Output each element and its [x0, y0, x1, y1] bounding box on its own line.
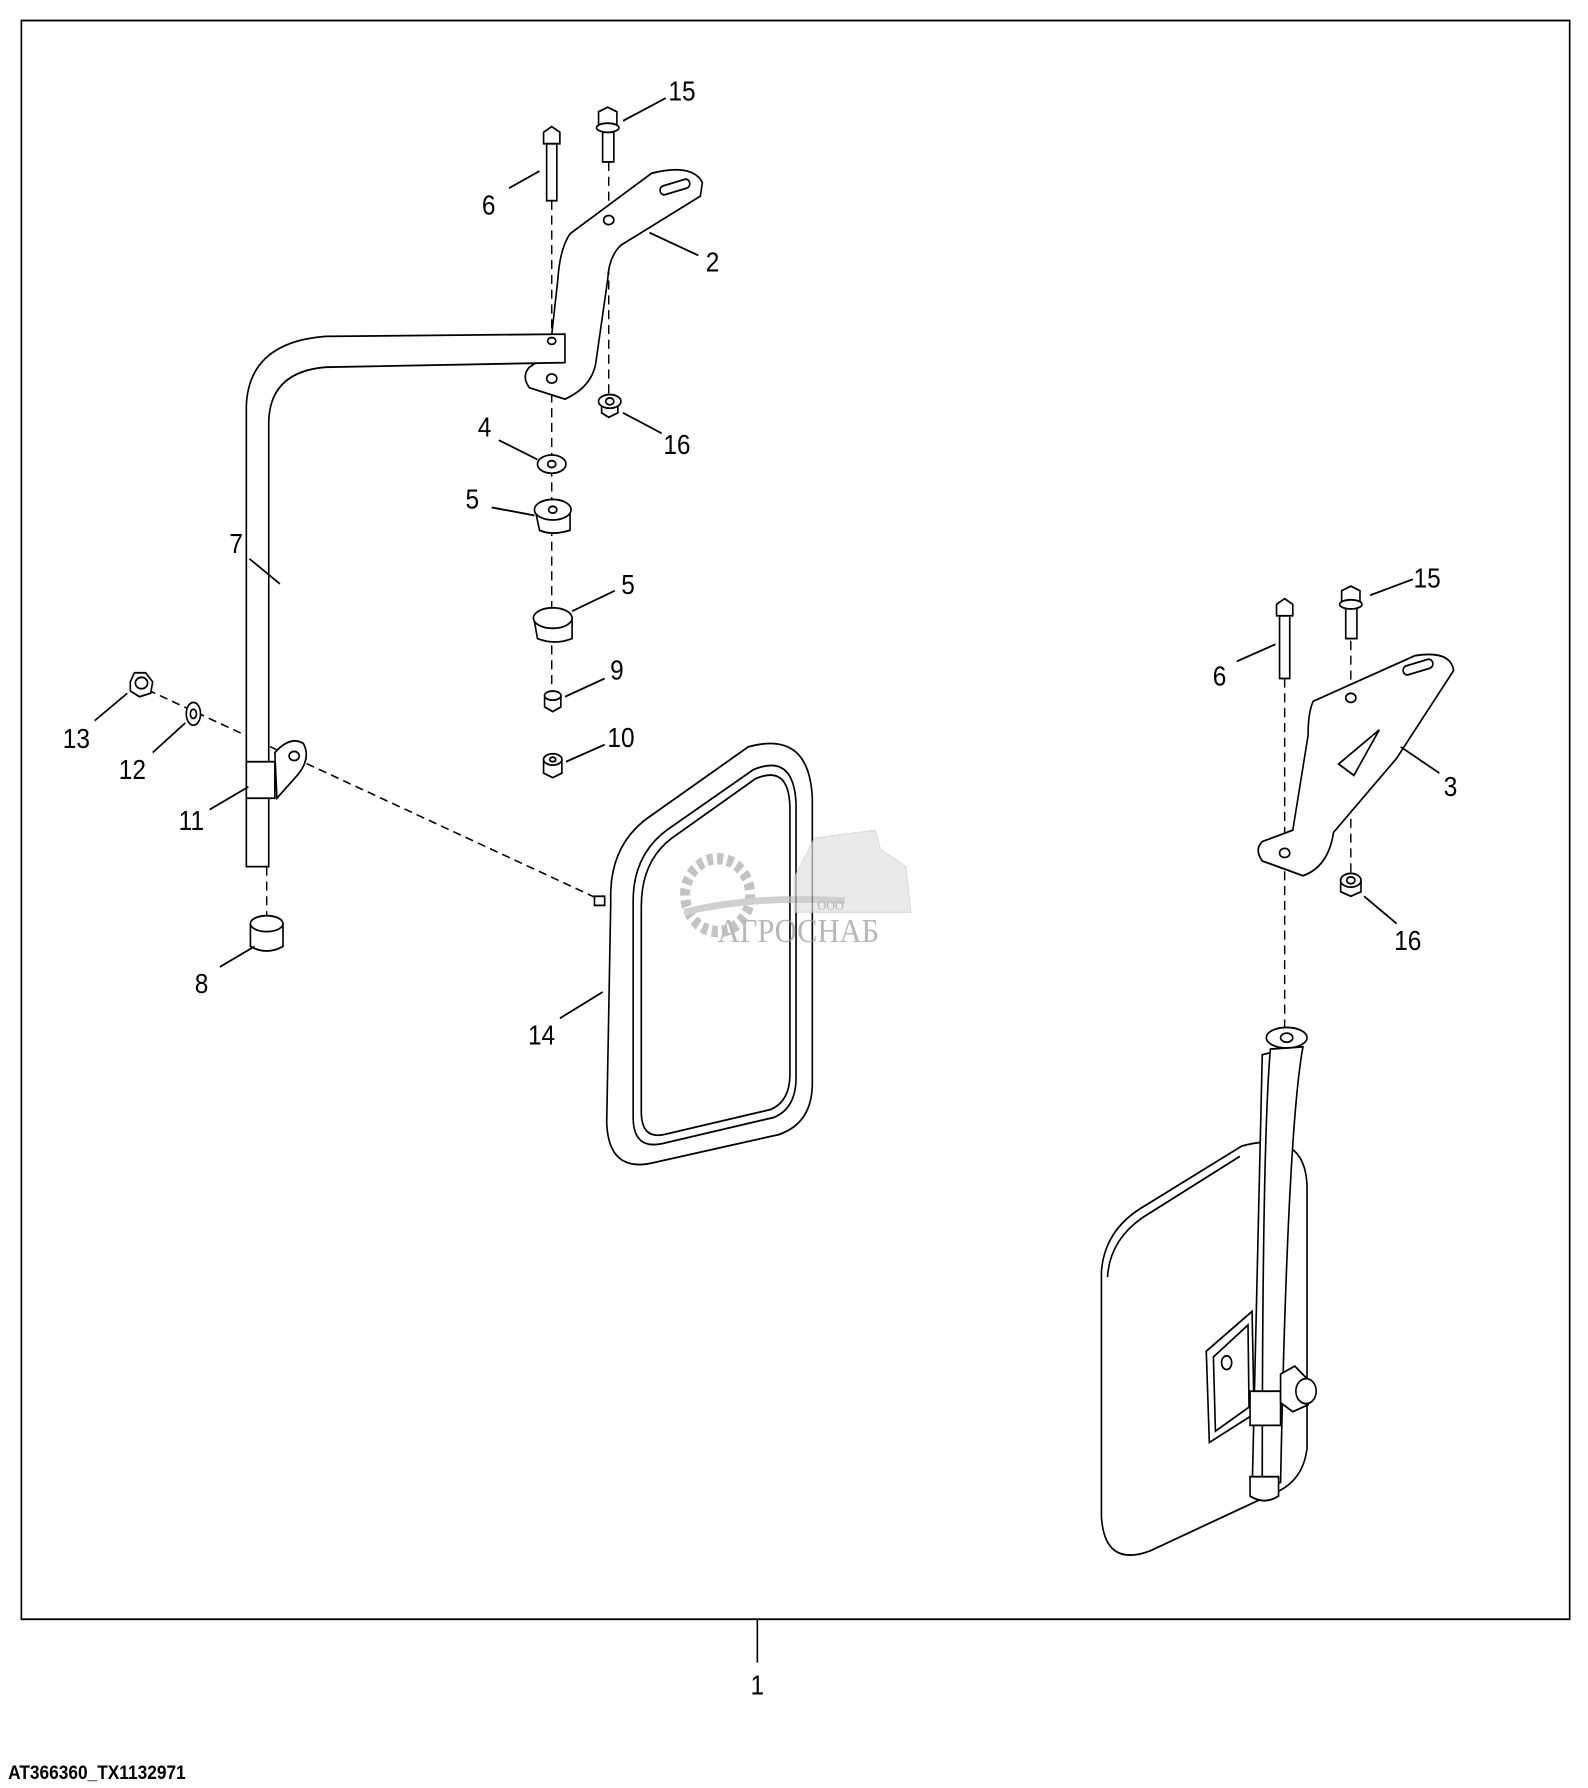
- mirror-14: [593, 742, 814, 1166]
- callout-16: 16: [663, 431, 690, 461]
- bracket-3: [1257, 653, 1455, 877]
- bracket-2: [524, 168, 704, 401]
- flange-nut-16-right: [1339, 872, 1362, 898]
- bracket-slot: [659, 178, 691, 196]
- bracket-hole: [602, 214, 615, 226]
- callout-6-right: 6: [1213, 662, 1227, 692]
- callout-5-lower: 5: [621, 571, 635, 601]
- mirror-arm-7: [245, 333, 566, 868]
- nut-9: [543, 690, 562, 713]
- watermark-prefix: ООО: [817, 897, 843, 913]
- callout-15-right: 15: [1414, 564, 1441, 594]
- flange-bolt-15: [595, 106, 620, 163]
- callout-16-right: 16: [1394, 927, 1421, 957]
- axis-mirror-mount: [147, 689, 603, 902]
- nut-13: [129, 671, 154, 698]
- watermark-name: АГРОСНАБ: [718, 912, 879, 950]
- callout-4: 4: [478, 414, 492, 444]
- washer-12: [185, 701, 202, 727]
- flange-bolt-15-right: [1338, 585, 1363, 640]
- assembly-frame: [20, 19, 1571, 1621]
- mirror-right-assembly: [1100, 1026, 1318, 1556]
- callout-5-upper: 5: [466, 485, 480, 515]
- figure-id: AT366360_TX1132971: [8, 1761, 186, 1783]
- bracket-slot: [1402, 658, 1434, 676]
- callout-8: 8: [195, 970, 209, 1000]
- washer-4: [536, 454, 567, 475]
- callout-13: 13: [63, 725, 90, 755]
- callout-11: 11: [179, 807, 204, 837]
- callout-3: 3: [1444, 773, 1458, 803]
- callouts: 6 15 2 16 4 5 7 5 9 10 11 12 13 8 14 6 1…: [63, 77, 1458, 1051]
- bushing-8: [249, 914, 284, 952]
- callout-2: 2: [706, 248, 720, 278]
- callout-10: 10: [607, 724, 634, 754]
- callout-14: 14: [528, 1021, 555, 1051]
- bracket-gusset: [1337, 729, 1381, 777]
- callout-6: 6: [482, 191, 496, 221]
- bushing-5-upper: [533, 498, 572, 535]
- bolt-6-right: [1275, 597, 1294, 680]
- flange-nut-16: [597, 393, 622, 419]
- callout-15: 15: [668, 77, 695, 107]
- bracket-hole: [1344, 692, 1357, 704]
- callout-1: 1: [751, 1671, 765, 1701]
- callout-12: 12: [119, 756, 146, 786]
- nut-10: [542, 752, 563, 779]
- callout-9: 9: [610, 656, 624, 686]
- bolt-6: [542, 125, 561, 202]
- bracket-hole: [545, 373, 558, 385]
- callout-7: 7: [229, 530, 243, 560]
- clamp-11: [245, 740, 308, 801]
- bushing-5-lower: [532, 606, 573, 643]
- watermark-logo: ООО АГРОСНАБ: [679, 829, 912, 950]
- bracket-hole: [1278, 847, 1291, 859]
